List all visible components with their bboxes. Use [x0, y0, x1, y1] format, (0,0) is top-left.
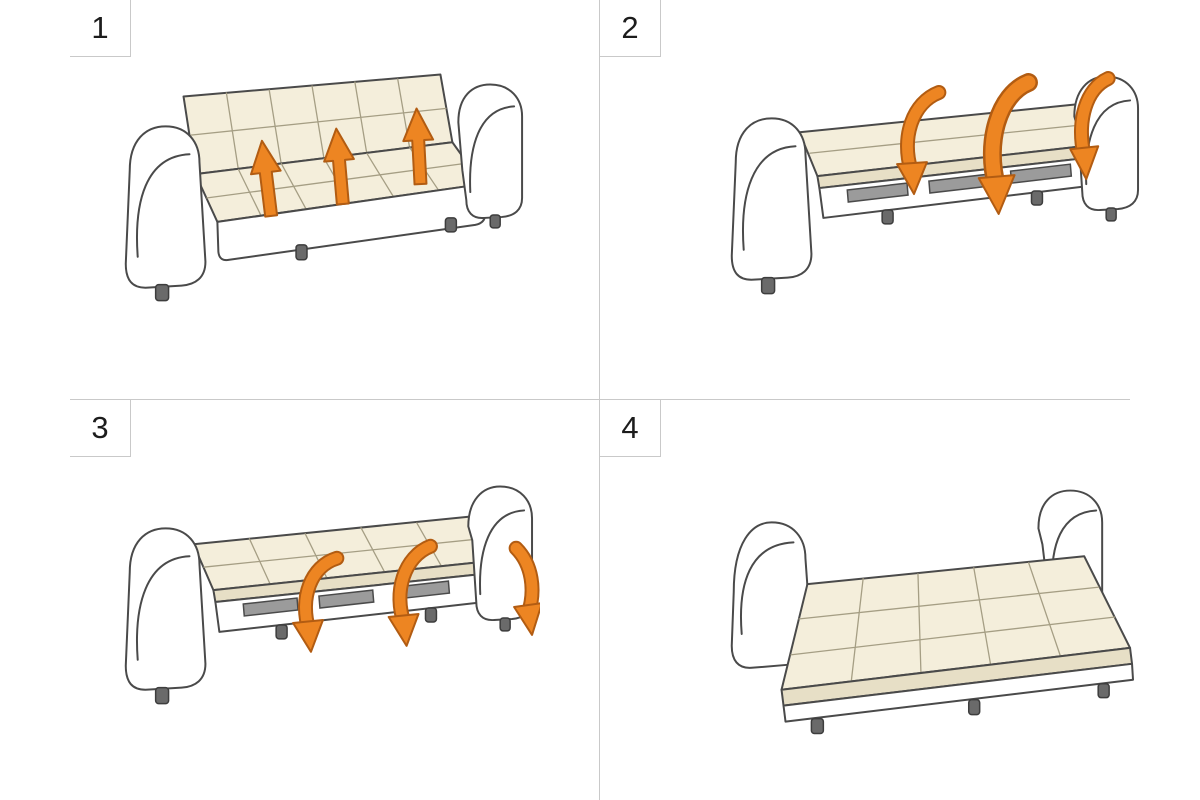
up-arrow-icon [249, 107, 435, 218]
step-number-box-4: 4 [600, 400, 661, 457]
folded-backrest-panel [798, 103, 1104, 190]
step-number-2: 2 [621, 10, 639, 45]
step-panel-2: 2 [600, 0, 1200, 400]
sofa-backrest-folded-illustration [730, 71, 1140, 295]
sofa-feet [810, 682, 1110, 735]
sofa-flat-bed-illustration [730, 489, 1135, 735]
step-number-3: 3 [91, 410, 109, 445]
step-panel-1: 1 [0, 0, 600, 400]
step-number-box-1: 1 [70, 0, 131, 57]
sofa-feet [154, 214, 501, 302]
grid-divider-vertical [599, 0, 600, 800]
sofa-feet [760, 190, 1117, 295]
sofa-upright-illustration [124, 73, 524, 302]
right-armrest [457, 83, 524, 219]
grid-divider-horizontal [70, 399, 1130, 400]
bed-base-skirt [782, 662, 1135, 723]
sofa-unfolding-illustration [124, 485, 540, 705]
step-panel-4: 4 [600, 400, 1200, 800]
step-number-box-3: 3 [70, 400, 131, 457]
unfold-down-arrow-icon [292, 538, 540, 653]
fold-down-arrow-icon [896, 71, 1116, 215]
step-panel-3: 3 [0, 400, 600, 800]
sofa-feet [154, 607, 511, 705]
bed-mattress [780, 555, 1134, 707]
step-number-box-2: 2 [600, 0, 661, 57]
left-armrest [124, 527, 207, 691]
step-number-1: 1 [91, 10, 109, 45]
left-armrest [730, 521, 813, 669]
left-armrest [730, 117, 813, 281]
left-armrest [124, 125, 207, 289]
step-number-4: 4 [621, 410, 639, 445]
